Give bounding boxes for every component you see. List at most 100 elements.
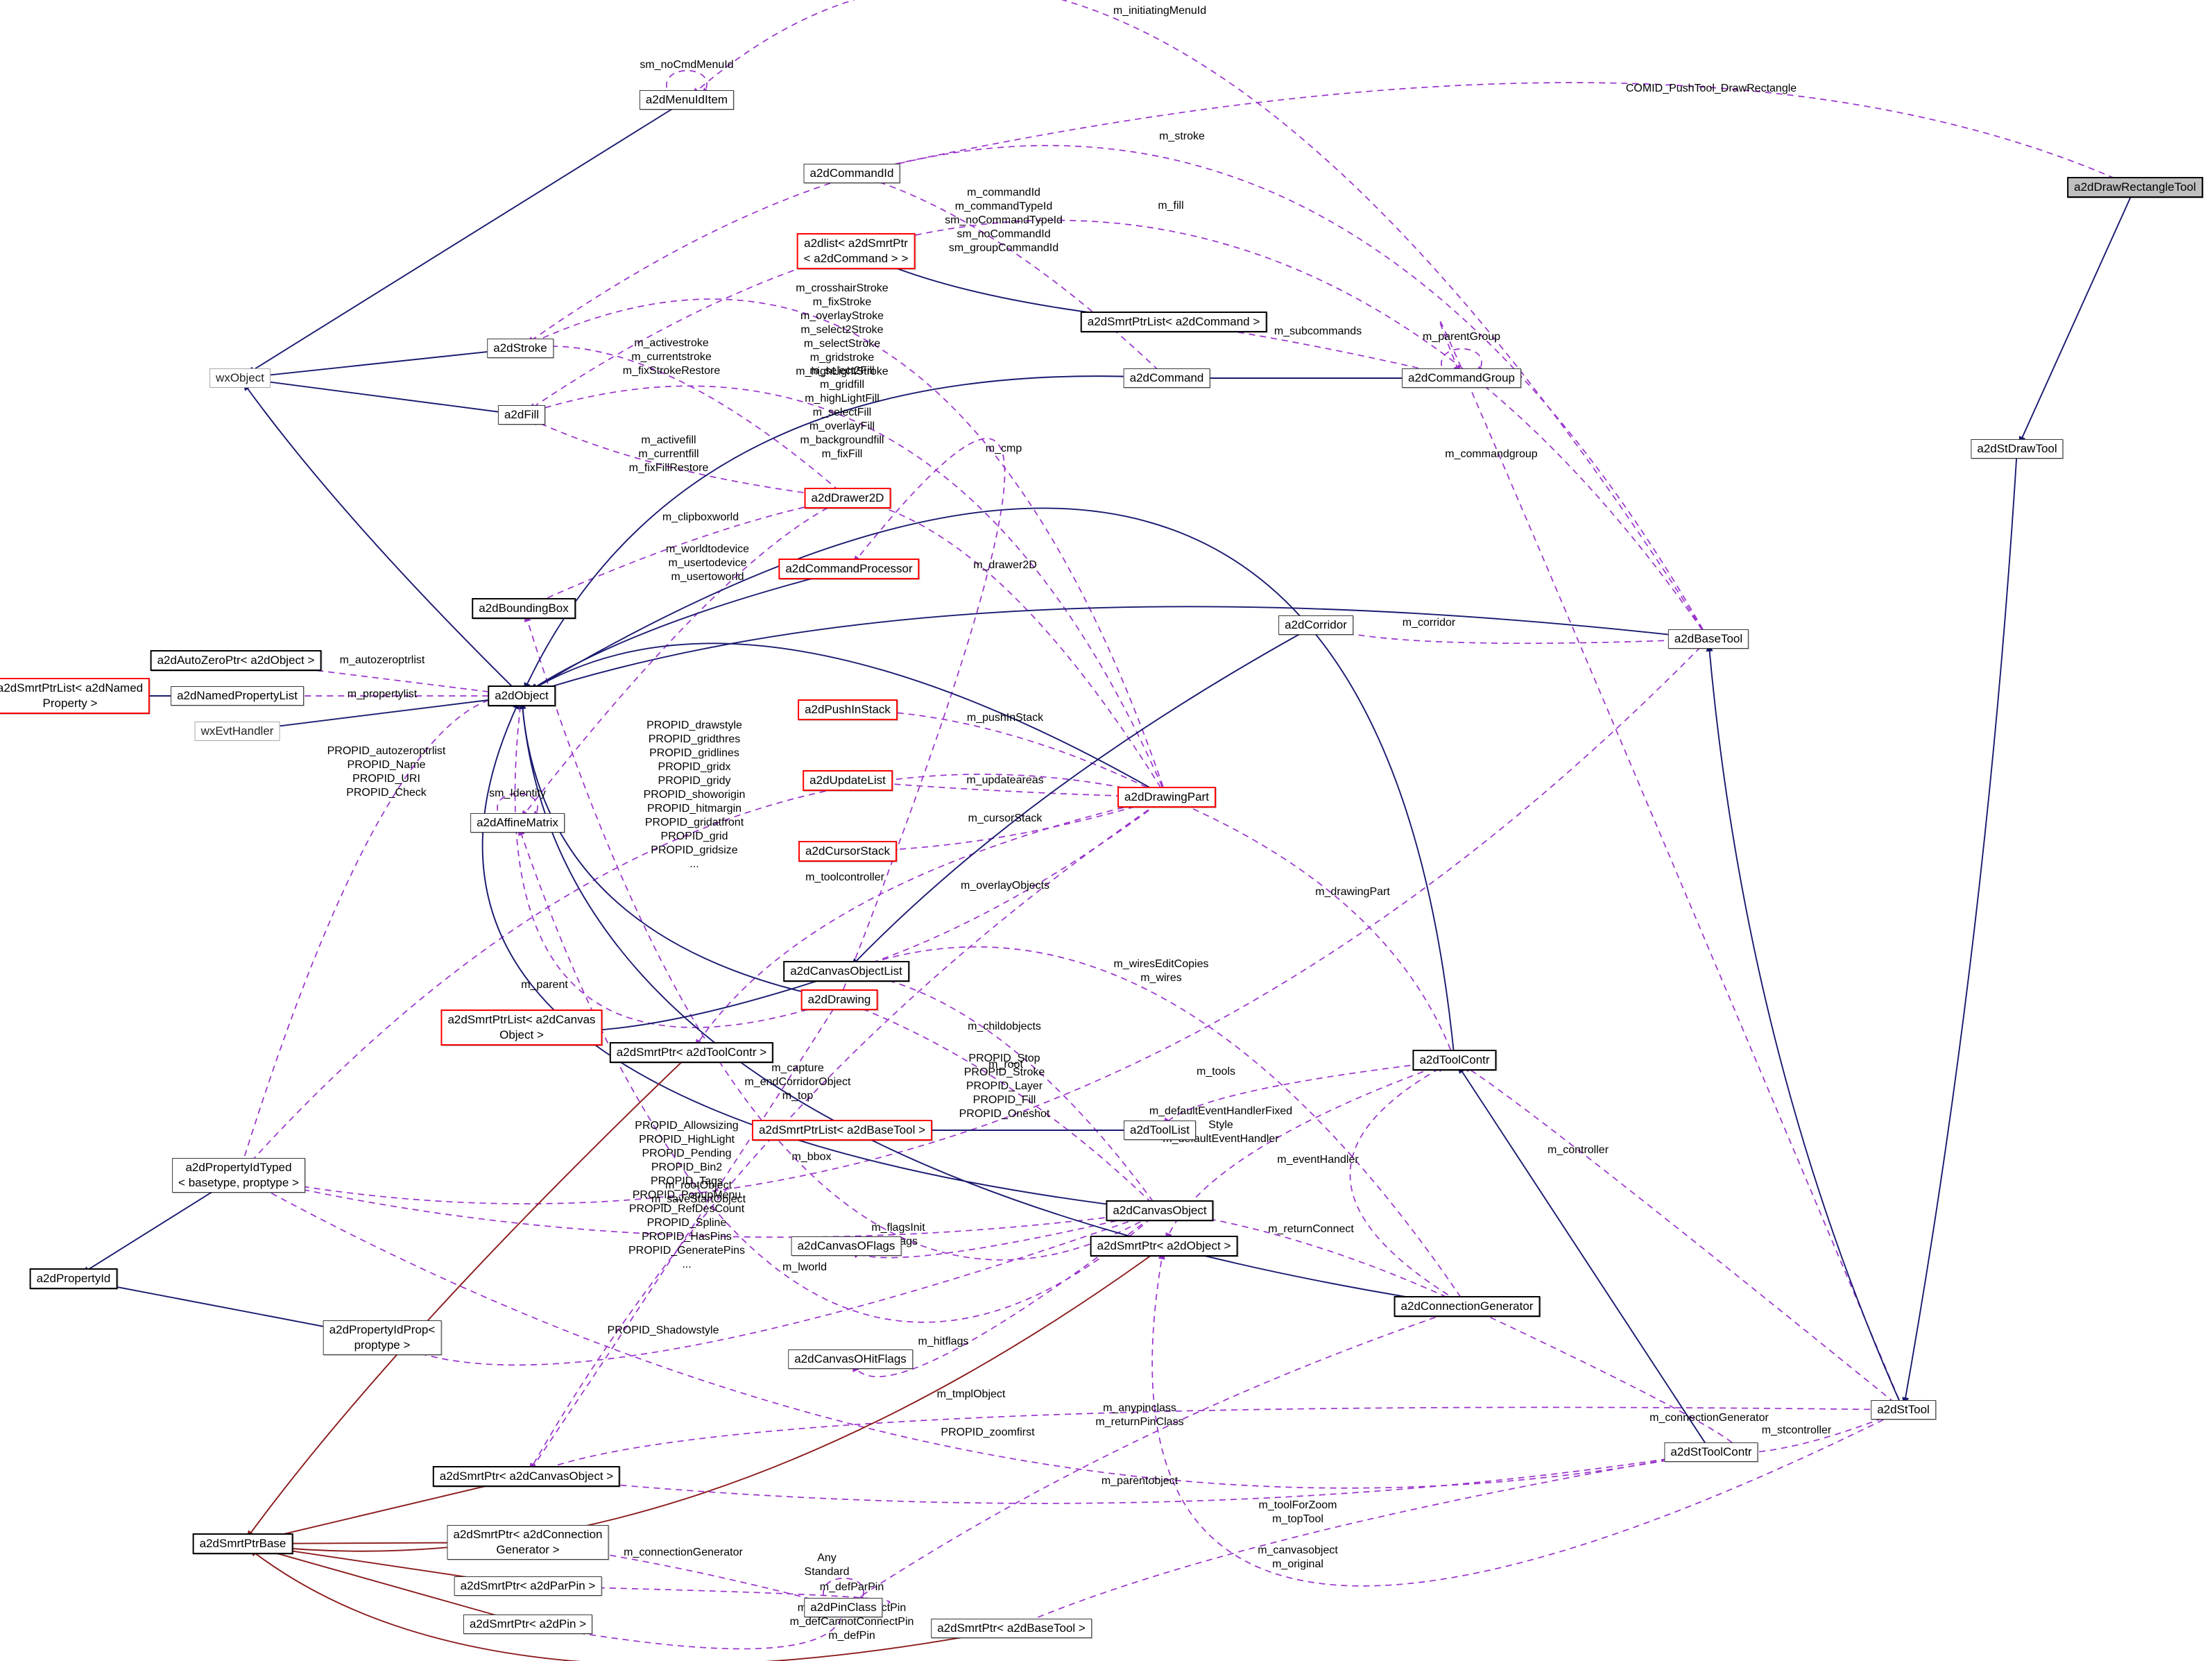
- edge-toolcontr-to-object: [529, 507, 1455, 1061]
- node-ptrlistbasetool[interactable]: a2dSmrtPtrList< a2dBaseTool >: [751, 1120, 933, 1141]
- edge-canvasobject-to-bbox: [524, 613, 1160, 1261]
- node-canvasobjlist[interactable]: a2dCanvasObjectList: [783, 961, 909, 982]
- node-ptr_basetool[interactable]: a2dSmrtPtr< a2dBaseTool >: [931, 1619, 1092, 1638]
- edge-label-conngen-canvasobject: m_returnConnect: [1268, 1223, 1354, 1235]
- node-drawing[interactable]: a2dDrawing: [800, 989, 878, 1010]
- node-ptrlistcanvas[interactable]: a2dSmrtPtrList< a2dCanvas Object >: [440, 1010, 603, 1046]
- edge-label-canvasobject-bbox: m_bbox: [791, 1151, 832, 1163]
- edge-drawingpart-to-canvasobjlist: [855, 797, 1167, 969]
- node-ptr_parpin[interactable]: a2dSmrtPtr< a2dParPin >: [454, 1576, 602, 1596]
- edge-label-basetool-menuiditem: m_initiatingMenuId: [1113, 5, 1207, 17]
- node-propid[interactable]: a2dPropertyId: [29, 1268, 118, 1289]
- node-wxobject[interactable]: wxObject: [209, 368, 271, 388]
- edge-sttoolcontr-to-propidtyped: [246, 1179, 1712, 1489]
- edge-object-to-autozero: [244, 659, 522, 697]
- edge-stdrawtool-to-sttool: [1902, 448, 2018, 1406]
- node-propidtyped[interactable]: a2dPropertyIdTyped < basetype, proptype …: [172, 1158, 305, 1193]
- edge-label-drawingpart-propidtyped: PROPID_drawstyle PROPID_gridthres PROPID…: [643, 719, 746, 870]
- node-commandid[interactable]: a2dCommandId: [803, 164, 900, 183]
- node-sttoolcontr[interactable]: a2dStToolContr: [1664, 1442, 1758, 1462]
- edge-label-canvasobject-propidprop: PROPID_Shadowstyle: [607, 1324, 719, 1336]
- node-cursorstack[interactable]: a2dCursorStack: [798, 841, 897, 862]
- node-canvasohitflags[interactable]: a2dCanvasOHitFlags: [788, 1349, 913, 1369]
- edge-label-drawingpart-pushinstack: m_pushInStack: [966, 712, 1044, 724]
- edge-drawingpart-to-pushinstack: [856, 706, 1167, 798]
- node-pushinstack[interactable]: a2dPushInStack: [798, 699, 898, 720]
- node-object[interactable]: a2dObject: [488, 685, 556, 706]
- edge-ptr_basetool-to-smrtptrbase: [248, 1548, 1012, 1661]
- edge-drawingpart-to-ptr_canvasobject: [529, 797, 1167, 1472]
- edge-toolcontr-to-drawingpart: [1175, 800, 1455, 1061]
- edge-stroke-to-wxobject: [248, 348, 521, 380]
- node-cmdproc[interactable]: a2dCommandProcessor: [778, 559, 920, 579]
- node-ptr_object[interactable]: a2dSmrtPtr< a2dObject >: [1090, 1236, 1238, 1257]
- node-fill[interactable]: a2dFill: [497, 405, 546, 425]
- edge-label-sttool-ptr_object: m_canvasobject m_original: [1258, 1544, 1338, 1570]
- node-stdrawtool[interactable]: a2dStDrawTool: [1971, 439, 2064, 459]
- edge-label-sttool-commandgroup: m_commandgroup: [1445, 448, 1538, 460]
- node-drawingpart[interactable]: a2dDrawingPart: [1117, 787, 1216, 808]
- node-pinclass[interactable]: a2dPinClass: [804, 1598, 883, 1617]
- node-autozero[interactable]: a2dAutoZeroPtr< a2dObject >: [150, 650, 322, 671]
- node-commandgroup[interactable]: a2dCommandGroup: [1401, 368, 1522, 388]
- edge-drawingpart-to-propidtyped: [241, 774, 1167, 1172]
- edge-pinclass-to-pinclass: [823, 1577, 867, 1606]
- edge-drawingpart-to-updatelist: [856, 778, 1167, 798]
- edge-drawing-to-object: [519, 700, 840, 1000]
- node-listcmd[interactable]: a2dlist< a2dSmrtPtr < a2dCommand > >: [796, 233, 916, 269]
- node-bbox[interactable]: a2dBoundingBox: [472, 598, 576, 619]
- node-affinematrix[interactable]: a2dAffineMatrix: [470, 813, 565, 833]
- edge-sttool-to-toolcontr: [1461, 1064, 1904, 1411]
- edge-label-drawing-ptr_canvasobject: m_rootObject m_saveStartObject: [651, 1179, 746, 1205]
- node-drawer2d[interactable]: a2dDrawer2D: [804, 488, 891, 509]
- edge-object-to-wxobject: [242, 382, 522, 697]
- node-drawrecttool[interactable]: a2dDrawRectangleTool: [2067, 177, 2203, 198]
- edge-label-basetool-corridor: m_corridor: [1402, 617, 1456, 629]
- edge-menuiditem-to-menuiditem: [666, 69, 710, 99]
- node-conngen[interactable]: a2dConnectionGenerator: [1394, 1296, 1541, 1317]
- node-propidprop[interactable]: a2dPropertyIdProp< proptype >: [323, 1320, 442, 1355]
- edge-ptr_toolcontr-to-smrtptrbase: [246, 1052, 692, 1540]
- node-wxevthandler[interactable]: wxEvtHandler: [194, 722, 280, 741]
- node-sttool[interactable]: a2dStTool: [1871, 1400, 1936, 1420]
- node-canvasoflags[interactable]: a2dCanvasOFlags: [791, 1236, 902, 1256]
- edge-label-drawing-cmdproc: m_cmp: [985, 443, 1022, 454]
- edge-label-pinclass-ptr_parpin: m_defParPin: [819, 1581, 884, 1593]
- edge-sttoolcontr-to-ptr_basetool: [1019, 1451, 1712, 1626]
- edge-menuiditem-to-wxobject: [246, 99, 687, 375]
- node-updatelist[interactable]: a2dUpdateList: [803, 770, 893, 791]
- edge-sttool-to-commandgroup: [1439, 319, 1904, 1411]
- edge-sttool-to-ptr_canvasobject: [535, 1406, 1904, 1474]
- node-ptrlistcmd[interactable]: a2dSmrtPtrList< a2dCommand >: [1080, 312, 1267, 332]
- edge-label-commandgroup-ptrlistcmd: m_subcommands: [1274, 325, 1362, 337]
- edge-conngen-to-object: [519, 700, 1468, 1307]
- edge-label-drawingpart-updatelist: m_updateareas: [966, 774, 1044, 786]
- node-toollist[interactable]: a2dToolList: [1123, 1121, 1197, 1140]
- node-basetool[interactable]: a2dBaseTool: [1667, 629, 1749, 649]
- node-namedproplist[interactable]: a2dNamedPropertyList: [171, 686, 304, 706]
- edge-label-pinclass-pinclass: Any Standard: [804, 1552, 850, 1578]
- edge-label-drawer2d-bbox: m_clipboxworld: [662, 511, 739, 523]
- node-ptr_toolcontr[interactable]: a2dSmrtPtr< a2dToolContr >: [609, 1042, 774, 1063]
- edge-label-drawingpart-ptr_toolcontr: m_toolcontroller: [805, 871, 884, 883]
- edge-basetool-to-corridor: [1323, 627, 1709, 645]
- edge-label-canvasobject-canvasohitflags: m_hitflags: [918, 1336, 969, 1347]
- node-ptrlistnamed[interactable]: a2dSmrtPtrList< a2dNamed Property >: [0, 678, 151, 714]
- node-smrtptrbase[interactable]: a2dSmrtPtrBase: [192, 1533, 293, 1554]
- node-ptr_canvasobject[interactable]: a2dSmrtPtr< a2dCanvasObject >: [432, 1466, 621, 1487]
- node-corridor[interactable]: a2dCorridor: [1278, 615, 1353, 635]
- node-toolcontr[interactable]: a2dToolContr: [1412, 1050, 1497, 1071]
- edge-label-drawingpart-drawer2d: m_drawer2D: [973, 559, 1037, 571]
- edge-label-drawingpart-cursorstack: m_cursorStack: [968, 812, 1043, 824]
- node-command[interactable]: a2dCommand: [1123, 368, 1210, 388]
- node-menuiditem[interactable]: a2dMenuIdItem: [639, 90, 735, 110]
- node-stroke[interactable]: a2dStroke: [487, 339, 554, 358]
- edge-label-sttoolcontr-propidtyped: PROPID_zoomfirst: [941, 1426, 1035, 1438]
- edge-ptr_pin-to-smrtptrbase: [251, 1545, 529, 1625]
- node-ptr_conngen[interactable]: a2dSmrtPtr< a2dConnection Generator >: [447, 1525, 609, 1560]
- node-ptr_pin[interactable]: a2dSmrtPtr< a2dPin >: [463, 1615, 593, 1634]
- edge-label-conngen-canvasobjlist: m_wiresEditCopies m_wires: [1113, 958, 1209, 984]
- node-canvasobject[interactable]: a2dCanvasObject: [1106, 1200, 1214, 1221]
- edge-command-to-object: [523, 375, 1167, 692]
